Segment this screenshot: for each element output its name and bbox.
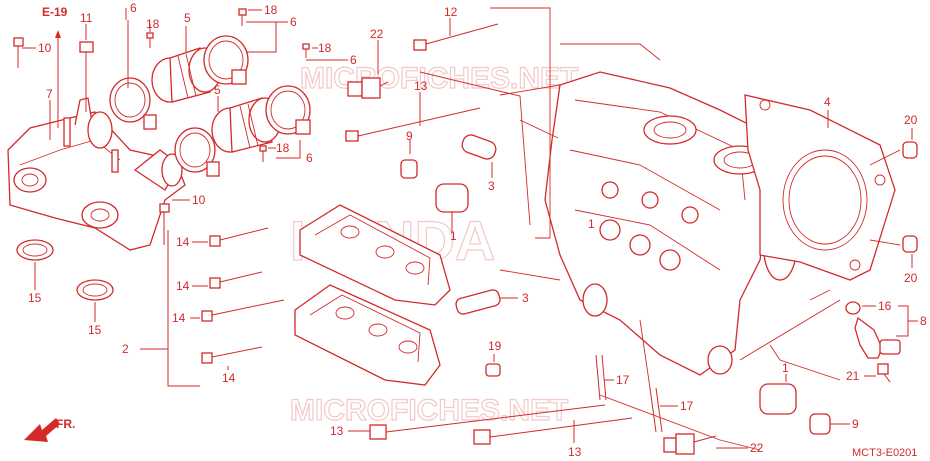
clamp-6-lower-right <box>265 85 311 135</box>
o-ring-16 <box>845 301 861 315</box>
dowel-3-lower <box>455 289 501 315</box>
stud-17-left <box>595 354 607 401</box>
callout-6-mid: 6 <box>350 53 357 67</box>
front-direction-arrow: FR. <box>24 417 75 442</box>
washer-9-right <box>809 413 831 435</box>
head-gasket-4 <box>744 94 896 281</box>
callout-11: 11 <box>80 11 93 25</box>
callout-5-lower: 5 <box>214 83 221 97</box>
callout-20-top: 20 <box>904 113 918 127</box>
bolt-13-bottom-right <box>473 417 633 445</box>
camshaft-holder-lower <box>294 284 441 386</box>
callout-7: 7 <box>46 87 53 101</box>
callout-1-upper: 1 <box>450 229 457 243</box>
callout-12: 12 <box>444 5 458 19</box>
screw-18-c <box>302 43 310 58</box>
callout-15-left: 15 <box>28 291 42 305</box>
stud-17-right <box>649 387 663 433</box>
insulator-5-lower <box>211 97 282 153</box>
callout-3-lower: 3 <box>522 291 529 305</box>
screw-18-a <box>238 8 247 26</box>
screw-18-d <box>259 145 267 162</box>
bolt-13-bottom-left <box>369 404 606 440</box>
bolt-14-a <box>209 227 269 247</box>
bolt-12 <box>413 23 499 51</box>
callout-18-mid: 18 <box>318 41 332 55</box>
cylinder-head <box>544 71 810 376</box>
callout-19: 19 <box>488 339 502 353</box>
reference-arrow-head <box>55 30 61 38</box>
callout-9-left: 9 <box>406 129 413 143</box>
callout-13-bottom-left: 13 <box>330 424 344 438</box>
screw-18-b <box>146 32 154 48</box>
callout-14-c: 14 <box>172 311 186 325</box>
callout-18-left: 18 <box>146 17 160 31</box>
dowel-3-upper <box>461 134 497 160</box>
leader-lines <box>22 7 918 451</box>
gasket-15-right <box>76 279 114 301</box>
callout-17-left: 17 <box>616 373 630 387</box>
callout-14-b: 14 <box>176 279 190 293</box>
callout-10-top: 10 <box>38 41 52 55</box>
collar-1-lower <box>759 383 797 415</box>
callout-2: 2 <box>122 342 129 356</box>
callout-1-head: 1 <box>588 217 595 231</box>
callout-15-right: 15 <box>88 323 102 337</box>
callout-18-lower: 18 <box>276 141 290 155</box>
callout-6-top-right: 6 <box>290 15 297 29</box>
gasket-15-left <box>16 239 54 261</box>
callout-22-top: 22 <box>370 27 384 41</box>
bolt-14-b <box>209 271 263 289</box>
callout-10-lower: 10 <box>192 193 206 207</box>
dowel-19 <box>485 363 501 377</box>
callout-8: 8 <box>920 314 927 328</box>
camshaft-holder-upper <box>299 204 451 306</box>
callout-5-upper: 5 <box>184 11 191 25</box>
bolt-13-upper <box>345 107 481 142</box>
collar-1-upper <box>435 183 469 213</box>
callout-13-top: 13 <box>414 79 428 93</box>
callout-13-bottom-right: 13 <box>568 445 582 459</box>
callout-14-d: 14 <box>222 371 236 385</box>
diagram-code: MCT3-E0201 <box>852 447 917 459</box>
callout-6-top: 6 <box>130 1 137 15</box>
callout-14-a: 14 <box>176 235 190 249</box>
bolt-10-lower <box>159 203 170 245</box>
spark-plug-22-bottom <box>663 433 717 455</box>
callout-6-lower: 6 <box>306 151 313 165</box>
watermark-bottom: MICROFICHES.NET <box>290 394 568 427</box>
callout-20-bottom: 20 <box>904 271 918 285</box>
bolt-10-top <box>13 37 24 68</box>
callout-1-lower: 1 <box>782 361 789 375</box>
callout-21: 21 <box>846 369 860 383</box>
callout-labels: 10 11 7 6 18 5 18 6 18 6 5 18 6 12 22 13… <box>28 1 927 459</box>
clamp-6-upper-right <box>203 35 249 85</box>
callout-4: 4 <box>824 95 831 109</box>
clamp-6-lower-left <box>174 127 220 177</box>
bolt-14-d <box>201 346 263 364</box>
bolt-14-c <box>201 299 285 322</box>
water-joint-housing <box>7 97 186 251</box>
callout-16: 16 <box>878 299 892 313</box>
dowel-20-top <box>902 141 918 159</box>
washer-9-left <box>400 159 418 179</box>
spark-plug-22-top <box>347 77 389 99</box>
sensor-8 <box>854 316 901 359</box>
bolt-11 <box>79 41 94 112</box>
callout-18-top: 18 <box>264 3 278 17</box>
callout-17-right: 17 <box>680 399 694 413</box>
dowel-20-bottom <box>902 235 918 253</box>
callout-9-right: 9 <box>852 417 859 431</box>
clamp-6-upper-left <box>109 77 157 130</box>
watermark-top: MICROFICHES.NET <box>300 62 578 95</box>
front-direction-label: FR. <box>56 417 75 431</box>
callout-3-upper: 3 <box>488 179 495 193</box>
reference-tag: E-19 <box>42 5 68 19</box>
bolt-21 <box>877 363 891 383</box>
callout-22-bottom: 22 <box>750 441 764 455</box>
